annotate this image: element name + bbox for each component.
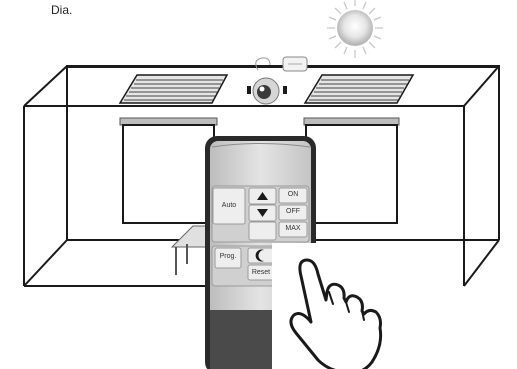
caption: Dia. <box>51 3 73 17</box>
max-button[interactable]: MAX <box>285 225 301 232</box>
motion-sensor-icon <box>247 56 308 105</box>
ceiling-light-right <box>303 74 415 104</box>
reset-button[interactable]: Reset <box>251 269 271 276</box>
ceiling-light-left <box>118 74 229 104</box>
down-arrow-button[interactable] <box>248 205 276 221</box>
window-right <box>303 117 400 224</box>
off-button[interactable]: OFF <box>286 208 300 215</box>
window-left <box>119 117 218 224</box>
on-button[interactable]: ON <box>287 191 299 198</box>
sun-icon <box>327 0 383 58</box>
moon-icon[interactable] <box>248 248 274 263</box>
pointing-hand-icon <box>289 258 383 369</box>
auto-button[interactable]: Auto <box>221 202 237 209</box>
prog-button[interactable]: Prog. <box>219 253 237 260</box>
up-arrow-button[interactable] <box>248 188 276 204</box>
